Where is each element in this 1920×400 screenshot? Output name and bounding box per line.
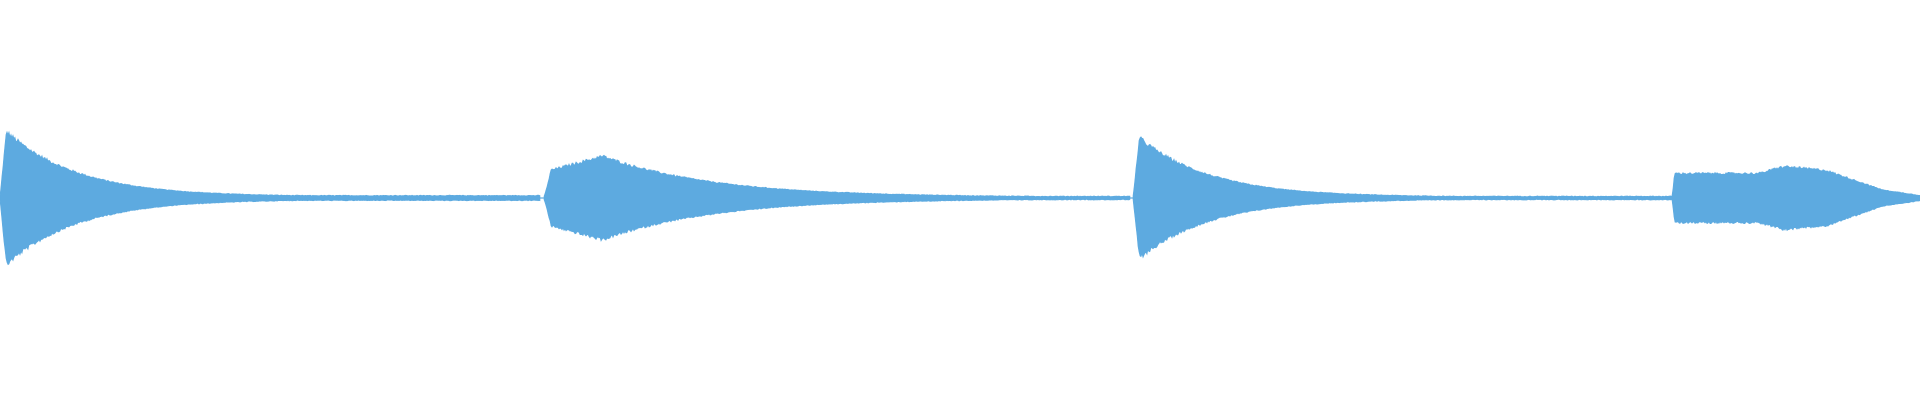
waveform-segment-2 bbox=[543, 154, 1131, 242]
waveform-segment-4 bbox=[1671, 165, 1920, 232]
waveform-segment-1 bbox=[0, 130, 541, 266]
waveform-segment-3 bbox=[1132, 136, 1673, 259]
